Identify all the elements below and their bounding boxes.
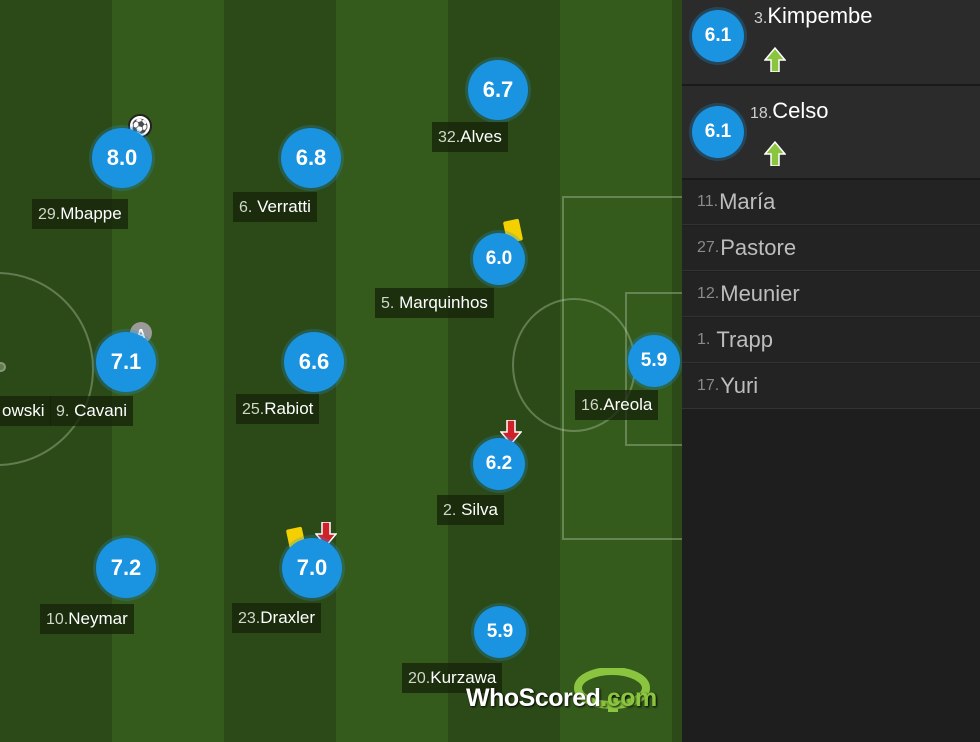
player-name: Areola [603, 395, 653, 414]
player-name-kurzawa[interactable]: 20.Kurzawa [402, 663, 503, 693]
sub-number: 3. [754, 10, 768, 27]
bench-name: Pastore [720, 235, 797, 260]
substitutes-panel: 6.1 3.Kimpembe 6.1 18.Celso 11.María 27.… [682, 0, 980, 742]
player-number: 23. [238, 610, 261, 627]
logo-text: WhoScored [466, 684, 601, 712]
player-rating-rabiot[interactable]: 6.6 [284, 332, 344, 392]
player-rating-cavani[interactable]: 7.1 [96, 332, 156, 392]
player-name-mbappe[interactable]: 29.Mbappe [32, 199, 128, 229]
logo-dot-com: .com [600, 684, 657, 712]
bench-item[interactable]: 1. Trapp [682, 318, 980, 363]
player-name-neymar[interactable]: 10.Neymar [40, 604, 134, 634]
player-name-partial[interactable]: owski [0, 396, 51, 426]
player-name: Mbappe [60, 204, 122, 223]
penalty-box [562, 196, 682, 540]
bench-number: 11. [697, 193, 719, 210]
bench-item[interactable]: 17.Yuri [682, 364, 980, 409]
player-name: Rabiot [264, 399, 314, 418]
player-name-silva[interactable]: 2. Silva [437, 495, 504, 525]
player-number: 10. [46, 611, 69, 628]
bench-item[interactable]: 11.María [682, 180, 980, 225]
player-rating-mbappe[interactable]: 8.0 [92, 128, 152, 188]
pitch: ⚽ 8.0 29.Mbappe 6.8 6. Verratti 6.7 32.A… [0, 0, 682, 742]
player-name: Cavani [74, 401, 127, 420]
player-number: 2. [443, 502, 457, 519]
bench-item[interactable]: 27.Pastore [682, 226, 980, 271]
six-yard-box [625, 292, 682, 446]
player-name-cavani[interactable]: 9. Cavani [50, 396, 133, 426]
player-rating-silva[interactable]: 6.2 [473, 438, 525, 490]
sub-in-arrow-icon [763, 140, 787, 171]
bench-item[interactable]: 12.Meunier [682, 272, 980, 317]
bench-number: 17. [697, 377, 720, 394]
player-name-draxler[interactable]: 23.Draxler [232, 603, 322, 633]
bench-number: 27. [697, 239, 720, 256]
player-name: Silva [461, 500, 498, 519]
sub-name: 18.Celso [750, 98, 829, 124]
sub-rating: 6.1 [692, 106, 744, 158]
player-name-alves[interactable]: 32.Alves [432, 122, 508, 152]
player-rating-draxler[interactable]: 7.0 [282, 538, 342, 598]
player-rating-areola[interactable]: 5.9 [628, 335, 680, 387]
sub-row-kimpembe[interactable]: 6.1 3.Kimpembe [682, 0, 980, 86]
player-number: 16. [581, 397, 604, 414]
player-name-marquinhos[interactable]: 5. Marquinhos [375, 288, 494, 318]
player-name: Alves [460, 127, 502, 146]
player-number: 9. [56, 403, 70, 420]
whoscored-logo: WhoScored.com [466, 668, 657, 712]
center-circle [0, 272, 94, 466]
player-name-verratti[interactable]: 6. Verratti [233, 192, 317, 222]
bench-name: Yuri [720, 373, 759, 398]
sub-in-arrow-icon [763, 46, 787, 77]
sub-number: 18. [750, 105, 773, 122]
player-name: Neymar [68, 609, 128, 628]
player-name: Verratti [257, 197, 311, 216]
bench-name: María [719, 189, 776, 214]
sub-player-name: Kimpembe [767, 3, 873, 28]
bench-name: Trapp [716, 327, 773, 352]
question-mark-logo-icon [574, 668, 650, 712]
sub-player-name: Celso [772, 98, 829, 123]
player-rating-kurzawa[interactable]: 5.9 [474, 606, 526, 658]
player-name: Draxler [260, 608, 316, 627]
sub-row-celso[interactable]: 6.1 18.Celso [682, 86, 980, 180]
player-rating-verratti[interactable]: 6.8 [281, 128, 341, 188]
player-number: 32. [438, 129, 461, 146]
player-name-rabiot[interactable]: 25.Rabiot [236, 394, 320, 424]
sub-name: 3.Kimpembe [754, 3, 873, 29]
player-name-areola[interactable]: 16.Areola [575, 390, 659, 420]
bench-number: 12. [697, 285, 720, 302]
bench-number: 1. [697, 331, 711, 348]
player-name: Kurzawa [430, 668, 497, 687]
player-number: 6. [239, 199, 253, 216]
center-spot [0, 362, 6, 372]
player-rating-marquinhos[interactable]: 6.0 [473, 233, 525, 285]
player-rating-neymar[interactable]: 7.2 [96, 538, 156, 598]
player-number: 25. [242, 401, 265, 418]
sub-rating: 6.1 [692, 10, 744, 62]
player-name: Marquinhos [399, 293, 488, 312]
player-number: 5. [381, 295, 395, 312]
player-number: 20. [408, 670, 431, 687]
bench-name: Meunier [720, 281, 800, 306]
player-rating-alves[interactable]: 6.7 [468, 60, 528, 120]
player-number: 29. [38, 206, 61, 223]
